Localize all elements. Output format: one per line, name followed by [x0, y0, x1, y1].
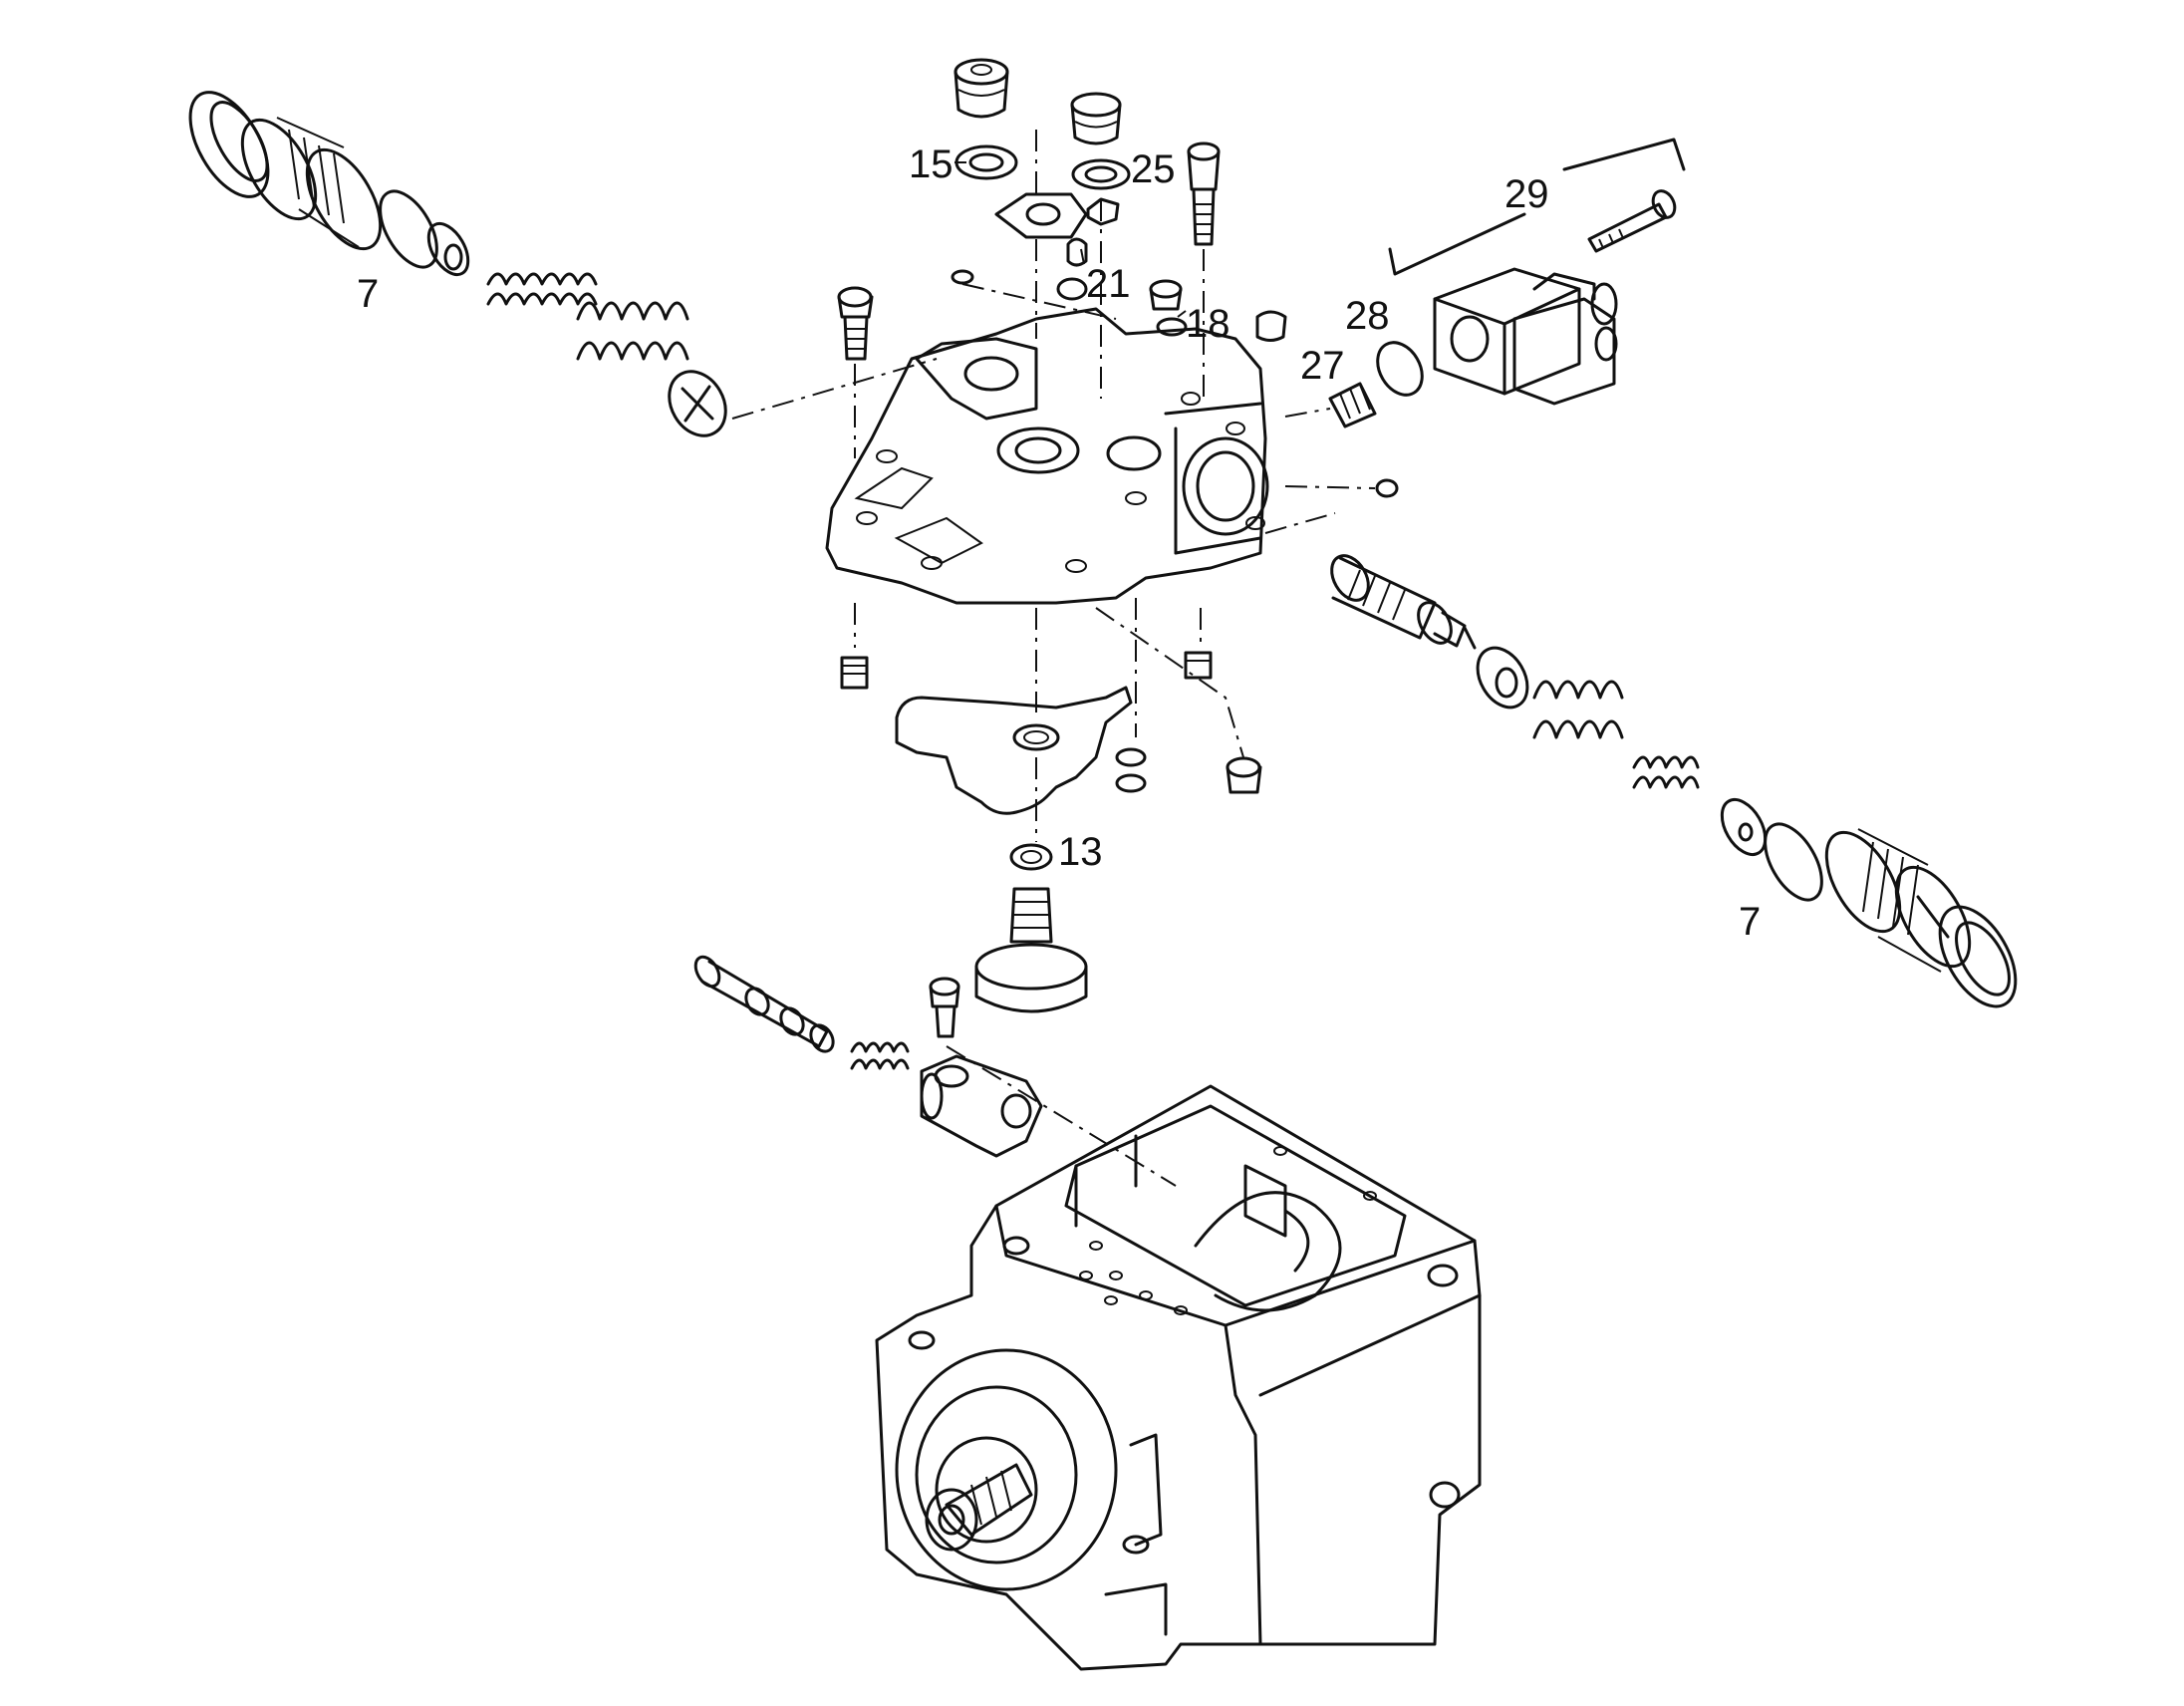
long-bolt-solenoid [1587, 189, 1677, 253]
left-adjusting-screw [240, 117, 383, 251]
long-bolt-top [1187, 142, 1221, 246]
tiny-screw-top-left [951, 269, 974, 285]
small-bolt-lower [1226, 756, 1262, 794]
callout-leaders [955, 161, 1187, 318]
callout-15: 15 [909, 142, 954, 186]
small-pin-21 [1056, 237, 1088, 301]
fitting-27 [1328, 382, 1377, 428]
pin-left-cover [840, 656, 869, 690]
linkage-plate [895, 686, 1133, 815]
bolt-left-of-cover [837, 286, 874, 361]
top-plug-right [1070, 92, 1122, 145]
callout-7-left: 7 [357, 272, 379, 316]
cover-to-plug-line [1284, 485, 1376, 489]
guide-lines [854, 130, 1244, 1187]
callout-29: 29 [1504, 172, 1549, 216]
right-valve-assembly [1264, 478, 2018, 1008]
callout-28: 28 [1345, 294, 1390, 338]
hex-nut-large [994, 192, 1088, 239]
pump-housing [875, 1084, 1482, 1671]
control-cover [825, 307, 1269, 605]
fitting-axis-line [1284, 408, 1331, 418]
right-spool [1330, 554, 1477, 650]
right-cup [1720, 798, 1768, 856]
threaded-rod-assembly [693, 955, 835, 1053]
piston-13 [974, 887, 1088, 1013]
o-ring-28 [1376, 341, 1424, 397]
right-large-spring [1532, 680, 1624, 739]
left-lock-nut [188, 91, 270, 198]
tiny-plug-right [1255, 310, 1287, 342]
callout-21: 21 [1086, 262, 1131, 306]
tiny-plug-far-right [1375, 478, 1399, 498]
right-lock-nut [1938, 905, 2018, 1008]
solenoid-body [1433, 267, 1618, 406]
callout-18: 18 [1186, 302, 1230, 346]
clevis-block [920, 1054, 1043, 1158]
callout-25: 25 [1131, 147, 1176, 191]
left-valve-cap [668, 370, 727, 437]
right-o-ring [1764, 822, 1823, 902]
small-bolt-18 [1149, 279, 1188, 337]
left-spring-seat [426, 221, 470, 277]
left-assembly-axis-line [731, 358, 938, 420]
bracket-29-left [1388, 212, 1526, 276]
callout-27: 27 [1300, 344, 1345, 388]
left-small-spring [486, 272, 598, 306]
bolt-lower-small [929, 977, 960, 1038]
washer-13 [1009, 843, 1053, 871]
right-adjusting-screw [1824, 828, 1972, 973]
bracket-29-right [1562, 138, 1686, 171]
left-o-ring [379, 189, 438, 269]
callouts: 7 7 13 15 18 21 25 27 28 29 [357, 142, 1761, 944]
pump-shaft-flange [895, 1348, 1118, 1591]
left-large-spring [576, 301, 689, 361]
washer-25 [1071, 158, 1131, 190]
top-plug-left [954, 58, 1009, 119]
callout-13: 13 [1058, 830, 1103, 874]
right-small-spring [1632, 755, 1700, 789]
solenoid-assembly [1284, 138, 1686, 428]
small-nut [1086, 197, 1120, 226]
callout-7-right: 7 [1739, 900, 1761, 944]
left-valve-assembly [188, 91, 938, 437]
small-washers-center [1115, 747, 1147, 793]
right-assembly-axis-line [1264, 512, 1336, 534]
right-spring-seat [1476, 646, 1529, 710]
pin-right-cover [1184, 651, 1213, 680]
small-spring-lower [850, 1041, 910, 1070]
